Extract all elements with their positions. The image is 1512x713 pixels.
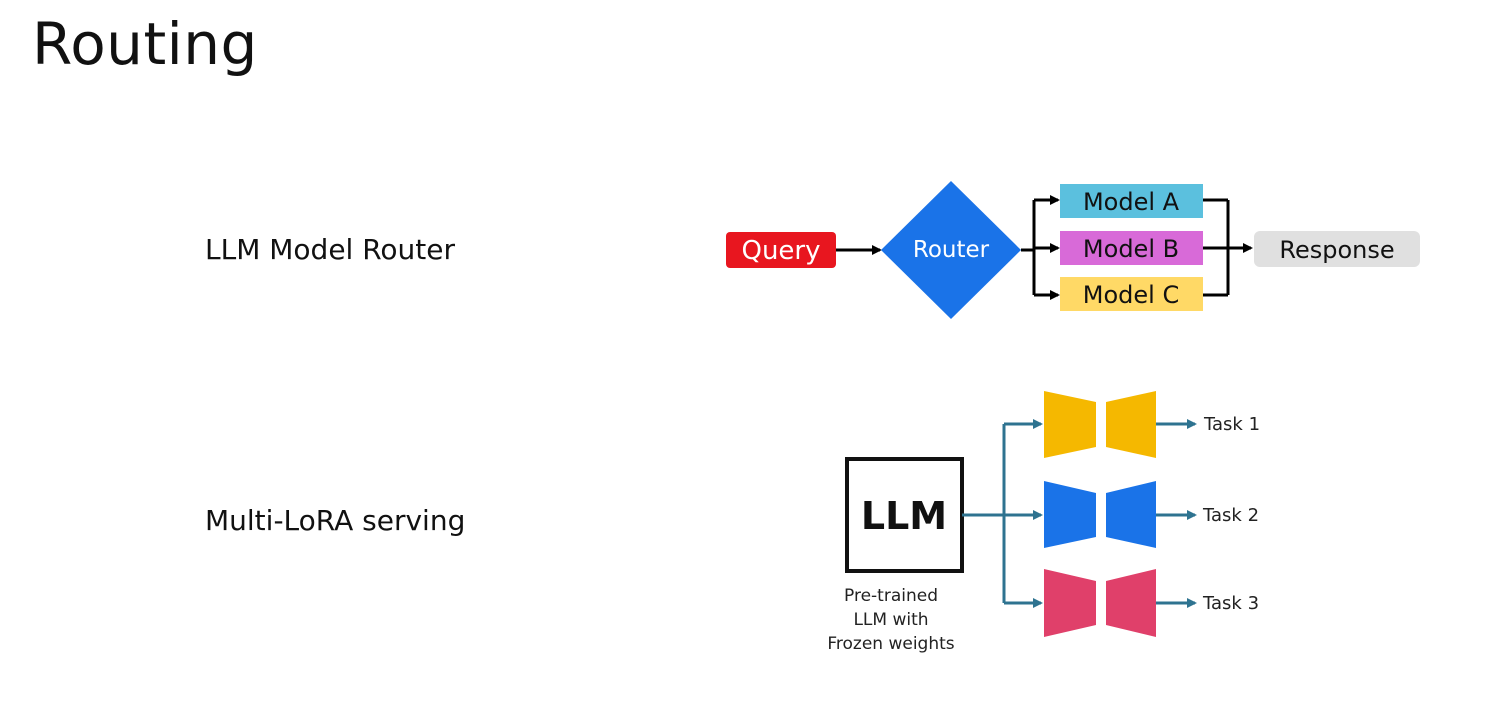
model-router-diagram: Query Router Model A Model B Model C [726, 181, 1420, 319]
adapter-1-encoder [1044, 391, 1096, 458]
llm-model-router-label: LLM Model Router [205, 233, 456, 266]
router-diamond [881, 181, 1021, 319]
adapter-1-decoder [1106, 391, 1156, 458]
model-c-node: Model C [1060, 277, 1203, 311]
llm-caption-line-3: Frozen weights [827, 634, 954, 654]
model-a-node: Model A [1060, 184, 1203, 218]
response-box [1254, 231, 1420, 267]
response-label: Response [1279, 236, 1394, 264]
query-box [726, 232, 836, 268]
model-b-label: Model B [1083, 235, 1179, 263]
llm-caption-line-1: Pre-trained [844, 586, 938, 606]
page-title: Routing [32, 10, 258, 78]
multi-lora-serving-label: Multi-LoRA serving [205, 504, 466, 537]
router-label: Router [913, 237, 990, 263]
lora-adapter-1 [1044, 391, 1156, 458]
router-node: Router [881, 181, 1021, 319]
lora-adapter-2 [1044, 481, 1156, 548]
model-b-node: Model B [1060, 231, 1203, 265]
adapter-3-encoder [1044, 569, 1096, 637]
multi-lora-diagram: LLM Pre-trained LLM with Frozen weights [827, 391, 1260, 654]
model-a-label: Model A [1083, 188, 1180, 216]
llm-box [845, 457, 964, 573]
query-label: Query [741, 236, 820, 266]
llm-node: LLM [845, 457, 964, 573]
model-c-label: Model C [1083, 281, 1179, 309]
adapter-3-decoder [1106, 569, 1156, 637]
response-node: Response [1254, 231, 1420, 267]
model-a-box [1060, 184, 1203, 218]
adapter-2-encoder [1044, 481, 1096, 548]
model-b-box [1060, 231, 1203, 265]
llm-label: LLM [861, 494, 947, 538]
llm-caption-line-2: LLM with [853, 610, 928, 630]
task-3-label: Task 3 [1202, 593, 1259, 614]
adapter-2-decoder [1106, 481, 1156, 548]
query-node: Query [726, 232, 836, 268]
model-c-box [1060, 277, 1203, 311]
task-1-label: Task 1 [1203, 414, 1260, 435]
task-2-label: Task 2 [1202, 505, 1259, 526]
lora-adapter-3 [1044, 569, 1156, 637]
